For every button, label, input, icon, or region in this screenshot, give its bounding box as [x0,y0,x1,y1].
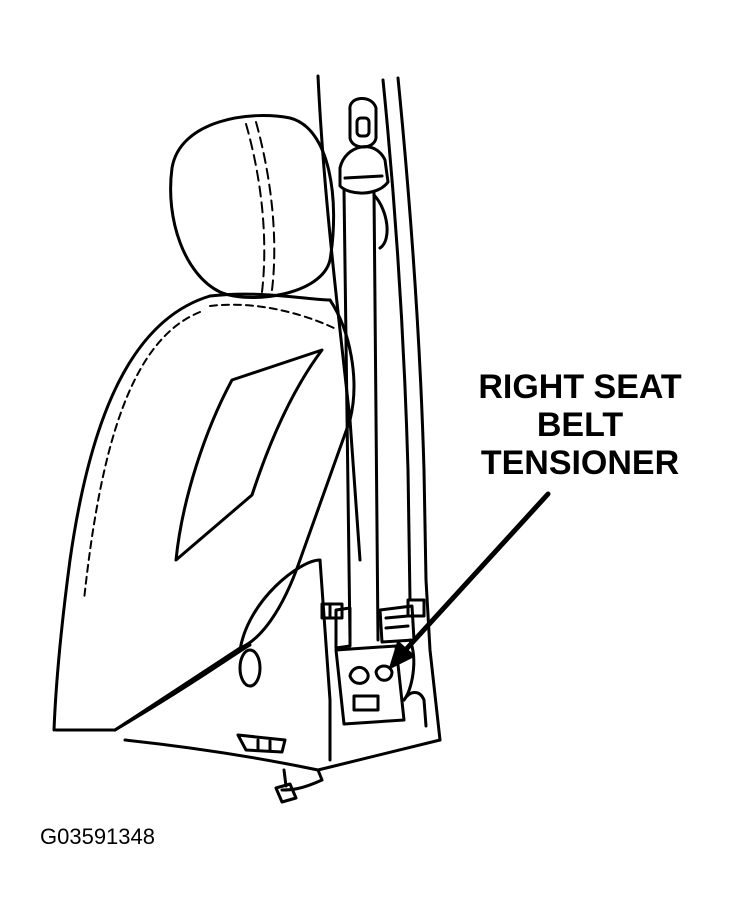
upper-belt-anchor [340,98,388,193]
callout-line: RIGHT SEAT [478,368,682,406]
seat-belt-webbing [344,190,387,640]
callout-line: TENSIONER [480,444,680,482]
seat-base [115,560,440,802]
seat-back [54,294,354,730]
callout-arrow [390,494,548,668]
b-pillar [318,76,440,740]
figure-id: G03591348 [40,824,155,849]
headrest [171,116,334,298]
callout-line: BELT [536,406,624,444]
callout-label: RIGHT SEAT BELT TENSIONER [455,368,705,482]
tensioner-assembly [322,600,426,726]
